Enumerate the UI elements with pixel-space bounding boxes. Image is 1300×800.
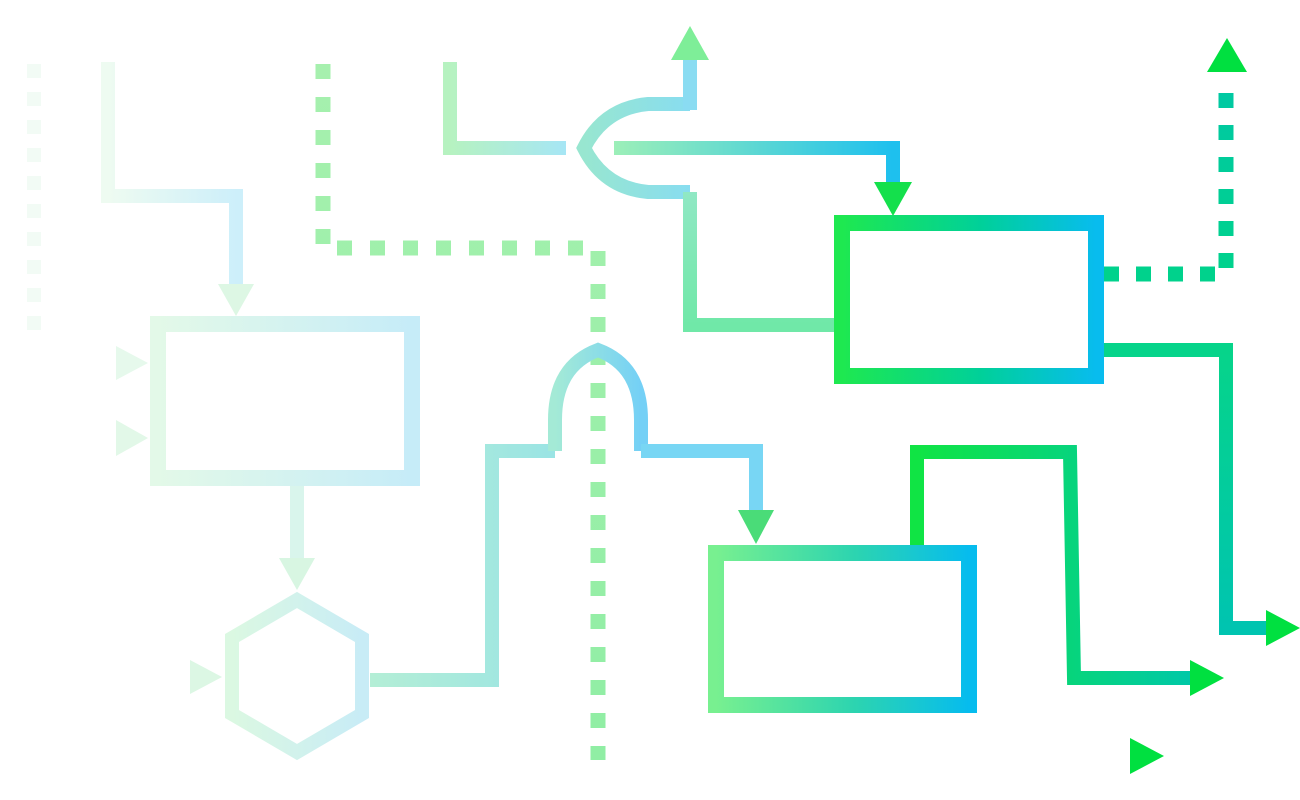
fork-center: [548, 342, 648, 451]
arrowhead-icon: [874, 182, 912, 216]
arrowhead-icon: [671, 26, 709, 60]
connector-box-bottom-right-out: [910, 445, 1192, 685]
arrowhead-icon: [1130, 738, 1164, 774]
connector-top-into-box-left: [101, 62, 243, 290]
arrowhead-icon: [116, 346, 148, 380]
fork-top: [576, 97, 690, 199]
arrowhead-icon: [738, 510, 774, 544]
arrowhead-icon: [279, 558, 315, 590]
connector-fork-center-to-box-bottom-right: [641, 444, 763, 514]
hexagon: [225, 591, 369, 761]
box-left: [150, 316, 420, 486]
arrowhead-icon: [218, 284, 254, 316]
arrowhead-icon: [116, 420, 148, 456]
connector-dotted-box-top-right-up: [1104, 80, 1234, 282]
arrowhead-icon: [1190, 660, 1224, 696]
connector-hexagon-to-fork-center: [370, 444, 555, 687]
box-top-right: [834, 215, 1104, 384]
connector-top-into-fork-top: [443, 62, 566, 155]
arrowhead-icon: [1266, 610, 1300, 646]
connector-top-to-box-top-right: [614, 141, 900, 184]
connector-fork-top-to-box-top-right: [683, 192, 842, 332]
connector-box-top-right-down: [1104, 343, 1268, 635]
arrowhead-icon: [190, 660, 222, 694]
box-bottom-right: [708, 545, 977, 713]
arrowhead-icon: [1207, 38, 1247, 72]
